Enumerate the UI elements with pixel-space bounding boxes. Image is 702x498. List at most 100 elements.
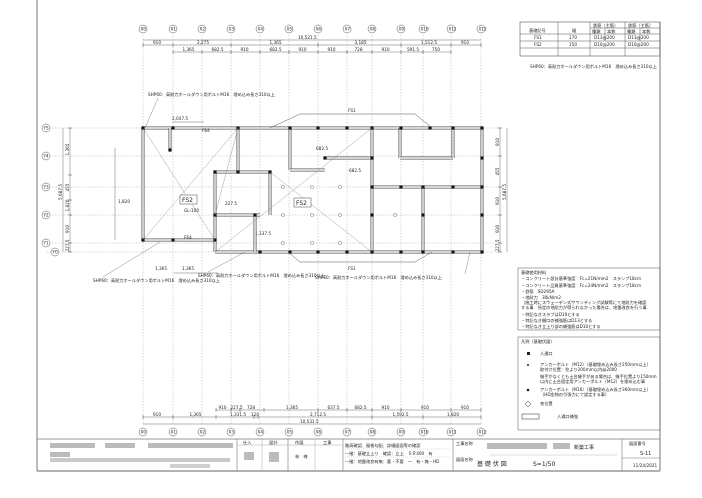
axis-label-x: X11 xyxy=(449,430,458,435)
dimension-text: 682.5 xyxy=(270,47,282,52)
axis-marker-icon xyxy=(284,24,294,34)
axis-marker-icon xyxy=(41,238,51,248)
dimension-total: 10,531.5 xyxy=(300,419,319,424)
dimension-text: 227.5 xyxy=(231,405,243,410)
legend-item: 以内に土台固定用アンカーボルト（M12）を埋め込む事 xyxy=(540,378,645,385)
axis-label-y: Y4 xyxy=(43,154,50,159)
dimension-text: 910 xyxy=(495,138,500,146)
column-block xyxy=(213,170,217,174)
gl-label: GL-100 xyxy=(184,208,199,213)
table-header: 幅 xyxy=(572,27,576,34)
column-block xyxy=(428,126,432,130)
column-block xyxy=(451,126,455,130)
table-cell: D13@200 xyxy=(594,35,615,40)
axis-marker-icon xyxy=(197,427,207,437)
axis-marker-icon xyxy=(396,427,406,437)
dimension-text: 1,137.5 xyxy=(255,231,271,236)
legend-item: 継手がなくとも土台継手がある場合は、継手位置より150mm xyxy=(540,373,657,380)
dimension-text: 1,512.5 xyxy=(421,40,437,45)
axis-label-x: X10 xyxy=(421,430,430,435)
grid-lines: X0X0X1X1X2X2X3X3X4X4X5X5X6X6X7X7X8X8X9X9… xyxy=(41,24,500,437)
axis-label-x: X0 xyxy=(141,430,147,435)
axis-marker-icon xyxy=(168,427,178,437)
note-item: ・鉄筋 SD295A xyxy=(521,288,555,295)
dimension-total: 5,687.5 xyxy=(502,184,507,200)
axis-label-x: X4 xyxy=(258,430,264,435)
axis-label-y: Y5 xyxy=(43,126,50,131)
title-block: 仕入 設計 作図 工事 林 様 階高確認、屋根勾配、詳細図面等の確認 一階：基礎… xyxy=(37,438,660,471)
axis-marker-icon xyxy=(313,427,323,437)
column-block xyxy=(236,170,240,174)
axis-label-x: X1 xyxy=(171,430,177,435)
dimension-text: 1,592.5 xyxy=(393,412,409,417)
axis-label-x: X2 xyxy=(200,27,206,32)
column-block xyxy=(480,156,484,160)
column-block xyxy=(316,126,320,130)
axis-marker-icon xyxy=(138,427,148,437)
axis-marker-icon xyxy=(284,427,294,437)
dimension-text: 2,275 xyxy=(197,40,209,45)
note-item: ・コンクリート品質基準強度 Fc=24N/mm2 スランプ18cm xyxy=(521,282,641,289)
legend: 凡例（基礎伏図） 人通口 アンカーボルト（M12）（基礎埋め込み長さ250mm以… xyxy=(517,336,661,431)
post-position-icon xyxy=(281,185,285,189)
fs1-label: FS1 xyxy=(348,266,356,271)
dimension-text: 455 xyxy=(65,183,70,191)
drawing-name: 基 礎 伏 図 xyxy=(477,460,507,468)
axis-label-x: X6 xyxy=(316,27,322,32)
dimension-text: 1,820 xyxy=(118,199,130,204)
dimension-text: 1,365 xyxy=(190,412,202,417)
post-position-icon xyxy=(338,213,342,217)
remark: 階高確認、屋根勾配、詳細図面等の確認 xyxy=(345,442,421,449)
post-position-icon xyxy=(281,241,285,245)
axis-marker-icon xyxy=(255,24,265,34)
post-position-icon xyxy=(310,241,314,245)
column-block xyxy=(370,156,374,160)
column-block xyxy=(421,185,425,189)
post-position-icon xyxy=(310,213,314,217)
column-block xyxy=(168,148,172,152)
axis-marker-icon xyxy=(418,427,428,437)
project-suffix: 新築工事 xyxy=(574,444,594,451)
callout-text: SHP60：高耐力ホールダウン用ボルトM16 埋め込み長さ310以上 xyxy=(315,274,442,281)
dimension-text: 227.5 xyxy=(225,201,237,206)
axis-marker-icon xyxy=(41,210,51,220)
column-block xyxy=(421,213,425,217)
drawing-number: S-11 xyxy=(640,451,651,457)
dimension-text: 682.5 xyxy=(349,168,361,173)
dimension-text: 910 xyxy=(65,225,70,233)
dimension-text: 750 xyxy=(432,47,440,52)
legend-opening-icon xyxy=(527,352,530,355)
axis-label-x: X10 xyxy=(421,27,430,32)
post-position-icon xyxy=(281,213,285,217)
table-subheader: 本数 xyxy=(607,28,616,35)
column-block xyxy=(480,250,484,254)
dimension-total: 5,687.5 xyxy=(58,184,63,200)
column-block xyxy=(323,156,327,160)
foundation-table: 基礎記号 幅 鉄筋（主筋） 鉄筋（主筋） 種類 本数 種類 本数 FS1 170… xyxy=(519,21,661,70)
remark: 一階：基礎立上り 確認：立上 ＳＲ400 有 xyxy=(345,450,433,457)
axis-marker-icon xyxy=(367,427,377,437)
dimension-text: 910 xyxy=(328,47,336,52)
anchor-bolt-m16-icon xyxy=(526,388,530,392)
table-header: 鉄筋（主筋） xyxy=(628,22,653,29)
dimension-text: 1,365 xyxy=(65,143,70,155)
column-block xyxy=(370,213,374,217)
column-block xyxy=(288,250,292,254)
note-item: （施工時にスウェーデン式サウンディング試験等にて地耐力を確認 xyxy=(521,299,647,306)
dimension-text: 910 xyxy=(495,197,500,205)
table-cell: 170 xyxy=(569,35,577,40)
post-position-icon xyxy=(393,213,397,217)
axis-label-x: X9 xyxy=(399,27,405,32)
drawing-date: 11/24/2021 xyxy=(633,463,657,468)
legend-title: 凡例（基礎伏図） xyxy=(521,338,555,345)
dimension-text: 1,365 xyxy=(182,266,194,271)
column-block xyxy=(480,185,484,189)
note-item: する事 所定の地耐力が得られなかった場合は、地盤改良を行う事 xyxy=(521,304,647,311)
axis-label-x: X8 xyxy=(370,430,376,435)
remark: 一階：地盤改良有無：要・不要 一 有・無・HD xyxy=(345,458,439,465)
number-label: 図面番号 xyxy=(629,440,646,447)
post-position-icon xyxy=(338,185,342,189)
table-header: 基礎記号 xyxy=(529,27,546,34)
legend-item: アンカーボルト（M12）（基礎埋め込み長さ250mm以上） xyxy=(540,361,651,368)
column-block xyxy=(399,126,403,130)
